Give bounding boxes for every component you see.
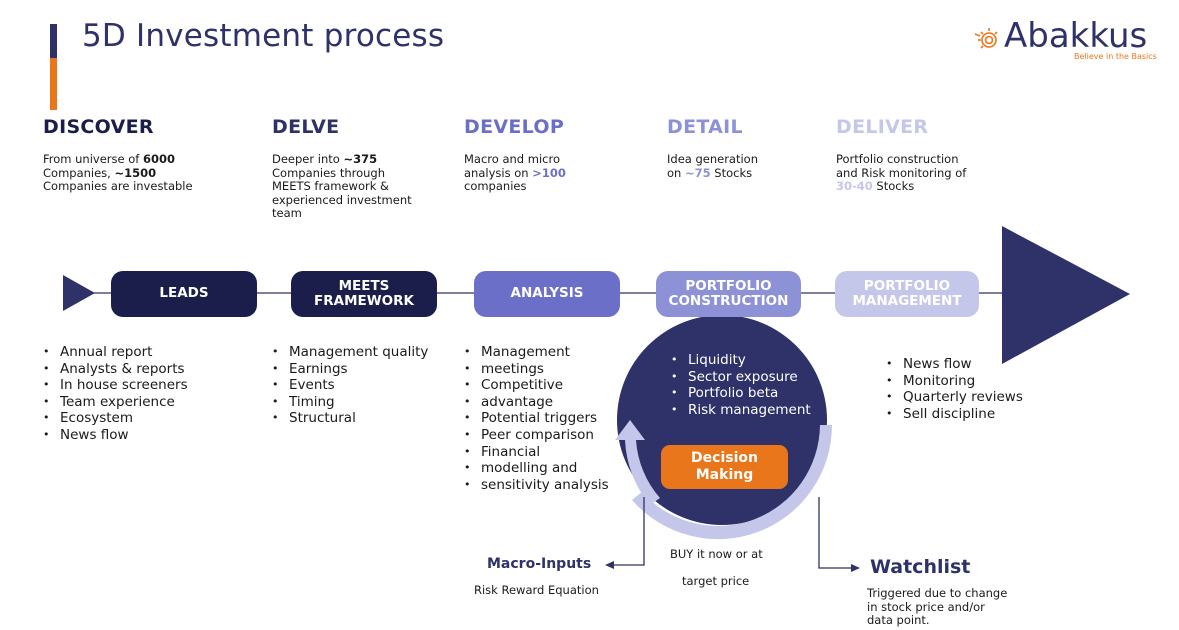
list-item: Portfolio beta [671,385,811,402]
stage-leads: LEADS [111,271,257,317]
leads-bullet-list: Annual report Analysts & reports In hous… [43,344,188,444]
macro-inputs-title: Macro-Inputs [487,556,592,572]
list-item: Earnings [272,361,428,378]
phase-desc-delve: Deeper into ~375 Companies through MEETS… [272,152,412,220]
accent-bar [50,24,57,58]
macro-connector [612,497,645,566]
list-item: Structural [272,410,428,427]
list-item: Quarterly reviews [886,389,1023,406]
cycle-arc-right [632,425,833,540]
stage-analysis: ANALYSIS [474,271,620,317]
management-bullet-list: News flow Monitoring Quarterly reviews S… [886,356,1023,422]
macro-arrow-icon [605,561,614,569]
list-item: Sector exposure [671,369,811,386]
phase-desc-develop: Macro and micro analysis on >100 compani… [464,152,566,193]
list-item: News flow [43,427,188,444]
analysis-bullet-list: Management meetings Competitive advantag… [464,344,609,493]
phase-desc-discover: From universe of 6000 Companies, ~1500 C… [43,152,193,193]
list-item: Sell discipline [886,406,1023,423]
list-item: Timing [272,394,428,411]
sun-swirl-icon [974,28,998,49]
watchlist-desc: Triggered due to change in stock price a… [867,586,1008,627]
accent-bar-orange [50,58,57,110]
list-item: Financial [464,444,609,461]
circle-bullet-list: Liquidity Sector exposure Portfolio beta… [671,352,811,418]
list-item: Monitoring [886,373,1023,390]
list-item: Risk management [671,402,811,419]
list-item: sensitivity analysis [464,477,609,494]
list-item: Annual report [43,344,188,361]
list-item: Management quality [272,344,428,361]
abakkus-logo: Abakkus Believe in the Basics [972,16,1162,66]
list-item: Analysts & reports [43,361,188,378]
page-title: 5D Investment process [82,18,445,54]
list-item: Events [272,377,428,394]
phase-desc-detail: Idea generation on ~75 Stocks [667,152,759,180]
logo-wordmark: Abakkus [1004,16,1148,56]
phase-title-detail: DETAIL [667,116,743,138]
list-item: modelling and [464,460,609,477]
list-item: Peer comparison [464,427,609,444]
list-item: In house screeners [43,377,188,394]
phase-title-develop: DEVELOP [464,116,565,138]
phase-title-deliver: DELIVER [836,116,929,138]
end-arrow-icon [1002,226,1130,364]
macro-inputs-subtitle: Risk Reward Equation [474,583,599,597]
list-item: advantage [464,394,609,411]
list-item: Competitive [464,377,609,394]
list-item: Potential triggers [464,410,609,427]
watchlist-arrow-icon [851,564,860,572]
watchlist-title: Watchlist [870,556,971,578]
meets-bullet-list: Management quality Earnings Events Timin… [272,344,428,427]
phase-desc-deliver: Portfolio construction and Risk monitori… [836,152,967,193]
logo-tagline: Believe in the Basics [1074,52,1157,61]
watchlist-connector [818,497,852,569]
start-arrow-icon [63,275,95,311]
list-item: Liquidity [671,352,811,369]
list-item: meetings [464,361,609,378]
list-item: Ecosystem [43,410,188,427]
cycle-arrow-left-icon [615,420,660,505]
list-item: Management [464,344,609,361]
phase-title-discover: DISCOVER [43,116,154,138]
list-item: News flow [886,356,1023,373]
list-item: Team experience [43,394,188,411]
phase-title-delve: DELVE [272,116,340,138]
